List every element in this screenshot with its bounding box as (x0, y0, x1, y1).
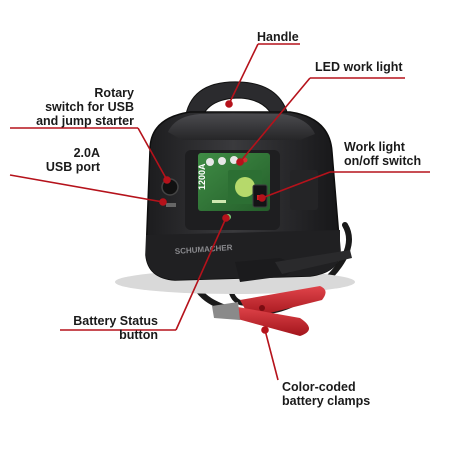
callout-dot-rotary (163, 176, 171, 184)
callout-handle-line-1: Handle (257, 30, 299, 44)
side-vent (290, 170, 318, 210)
callout-handle: Handle (257, 30, 299, 44)
callout-dot-led (236, 158, 244, 166)
usb-port (166, 203, 176, 207)
callout-work-light-line-1: Work light (344, 140, 405, 154)
callout-line-led (239, 77, 311, 163)
led-work-light-3 (230, 156, 238, 164)
callout-battery-clamps: Color-coded battery clamps (282, 380, 370, 408)
callout-clamps-line-1: Color-coded (282, 380, 356, 394)
unit-top (168, 114, 315, 140)
callout-line-work-light-switch (261, 171, 331, 199)
callout-dot-battery-status (222, 214, 230, 222)
red-clamp-tip (212, 302, 240, 320)
red-clamp-pivot (259, 305, 265, 311)
led-work-light-1 (206, 158, 214, 166)
label-text-line (212, 200, 226, 203)
callout-dot-handle (225, 100, 233, 108)
callout-battery-status-button: Battery Status button (52, 314, 158, 342)
led-work-light-2 (218, 157, 226, 165)
callout-dot-clamps (261, 326, 269, 334)
callout-work-light-line-2: on/off switch (344, 154, 422, 168)
status-led-red (242, 157, 248, 163)
callout-lines (9, 43, 430, 381)
callout-work-light-switch: Work light on/off switch (344, 140, 421, 168)
callout-line-handle (228, 43, 259, 105)
black-clamp-jaw (275, 250, 352, 274)
callout-rotary-line-3: and jump starter (36, 114, 134, 128)
callout-line-usb (9, 174, 164, 203)
callout-usb-line-2: USB port (45, 160, 100, 174)
callout-rotary-line-1: Rotary (94, 86, 134, 100)
callout-battery-status-line-2: button (119, 328, 158, 342)
callout-line-rotary (137, 127, 168, 181)
callout-usb-line-1: 2.0A (73, 146, 100, 160)
callout-led-line-1: LED work light (315, 60, 403, 74)
callout-rotary-line-2: switch for USB (45, 100, 134, 114)
callout-line-clamps (264, 329, 279, 381)
callout-rotary-switch: Rotary switch for USB and jump starter (26, 86, 134, 128)
callout-dot-usb (159, 198, 167, 206)
red-clamp-jaw (232, 306, 309, 336)
callout-dot-work-light-switch (258, 194, 266, 202)
callout-clamps-line-2: battery clamps (282, 394, 371, 408)
callout-usb-port: 2.0A USB port (20, 146, 100, 174)
product-badge: 1200A (197, 163, 207, 190)
callout-led-work-light: LED work light (315, 60, 403, 74)
label-emblem (235, 177, 255, 197)
callout-line-battery-status (175, 217, 227, 331)
brand-text: SCHUMACHER (175, 243, 233, 256)
callout-battery-status-line-1: Battery Status (73, 314, 158, 328)
